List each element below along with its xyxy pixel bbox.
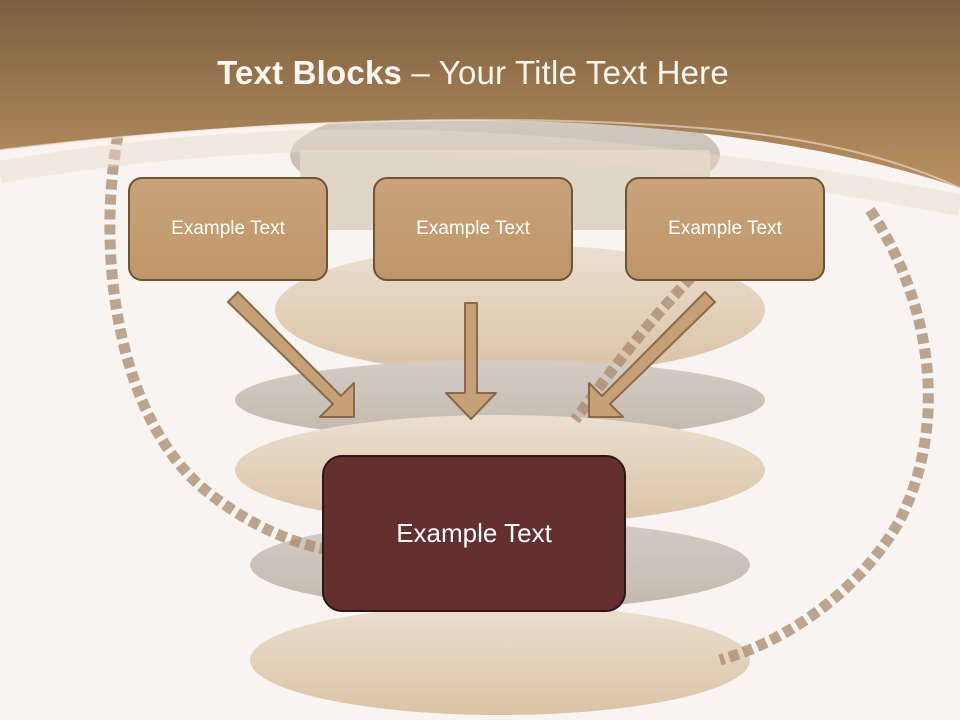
slide-title: Text Blocks – Your Title Text Here bbox=[0, 54, 946, 92]
title-rest: Your Title Text Here bbox=[438, 54, 729, 91]
braided-cord bbox=[104, 134, 934, 666]
text-block-bottom: Example Text bbox=[322, 455, 626, 612]
arrow-left-icon bbox=[227, 291, 355, 418]
text-block-middle: Example Text bbox=[373, 177, 573, 281]
text-block-left: Example Text bbox=[128, 177, 328, 281]
arrow-right-icon bbox=[588, 291, 716, 418]
title-dash: – bbox=[402, 54, 439, 91]
title-bold: Text Blocks bbox=[217, 54, 403, 91]
arrow-middle-icon bbox=[445, 302, 497, 420]
text-block-right: Example Text bbox=[625, 177, 825, 281]
